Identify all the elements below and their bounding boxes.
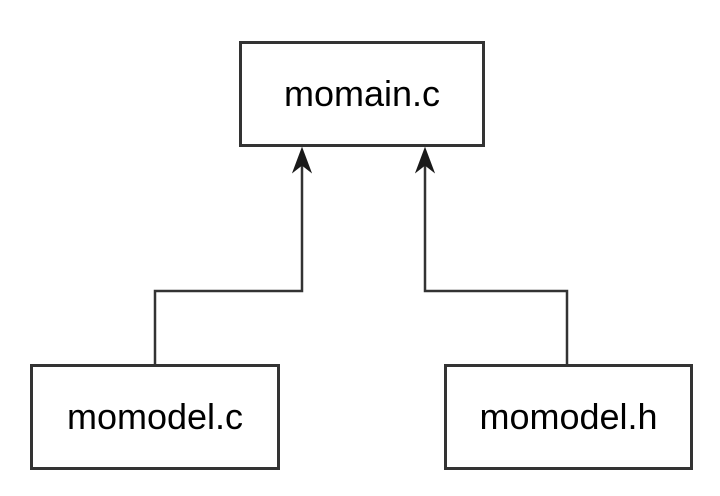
edge-line bbox=[153, 164, 304, 364]
node-momodel-c: momodel.c bbox=[30, 364, 280, 470]
edge-arrowhead-up bbox=[414, 146, 436, 174]
edge-arrowhead-up bbox=[291, 146, 313, 174]
node-momain-c-label: momain.c bbox=[283, 73, 441, 114]
edge-momodel-h-to-momain bbox=[414, 146, 569, 364]
node-momodel-c-label: momodel.c bbox=[66, 396, 244, 437]
edge-momodel-c-to-momain bbox=[153, 146, 313, 364]
node-momain-c: momain.c bbox=[239, 41, 485, 147]
node-momodel-h: momodel.h bbox=[444, 364, 693, 470]
edge-line bbox=[423, 164, 569, 364]
node-momodel-h-label: momodel.h bbox=[479, 396, 658, 437]
